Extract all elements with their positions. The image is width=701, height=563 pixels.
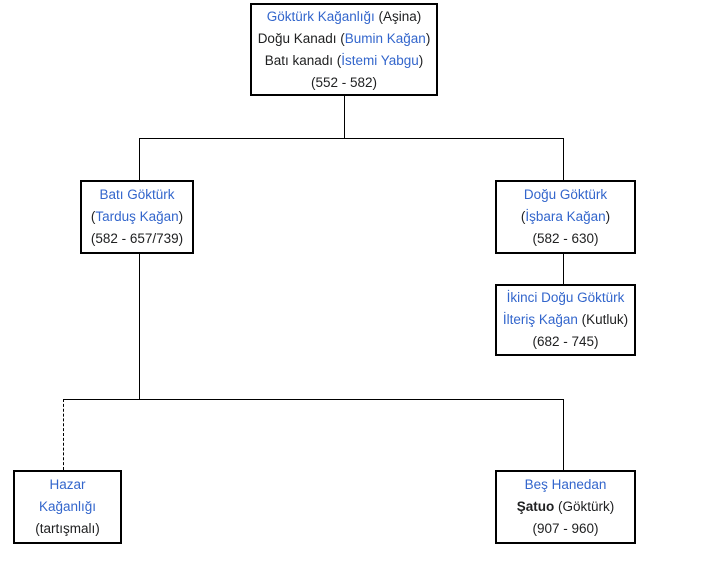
second-east-kutluk: (Kutluk) (577, 312, 629, 327)
node-eastern-gokturk: Doğu Göktürk (İşbara Kağan) (582 - 630) (495, 180, 636, 254)
connector-level1-horizontal (139, 138, 564, 139)
connector-west-down (139, 254, 140, 399)
second-east-years: (682 - 745) (532, 334, 599, 349)
connector-to-khazar-dashed (63, 399, 64, 470)
node-khazar-khaganate: Hazar Kağanlığı (tartışmalı) (13, 470, 122, 544)
node-second-eastern-gokturk: İkinci Doğu Göktürk İlteriş Kağan (Kutlu… (495, 284, 636, 356)
east-paren-open: ( (520, 209, 526, 224)
connector-east-to-second (563, 254, 564, 284)
root-years: (552 - 582) (310, 74, 378, 90)
link-ilteris-kagan[interactable]: İlteriş Kağan (502, 312, 578, 327)
link-istemi-yabgu[interactable]: İstemi Yabgu (341, 52, 419, 68)
link-ikinci-dogu-gokturk[interactable]: İkinci Doğu Göktürk (506, 290, 625, 305)
root-west-wing-label: Batı kanadı ( (264, 52, 342, 68)
root-paren-close-1: ) (425, 30, 431, 46)
root-east-wing-label: Doğu Kanadı ( (257, 30, 345, 46)
link-bumin-kagan[interactable]: Bumin Kağan (344, 30, 426, 46)
root-dynasty-text: (Aşina) (374, 8, 422, 24)
east-paren-close: ) (605, 209, 611, 224)
west-paren-open: ( (90, 209, 96, 224)
connector-to-east (563, 138, 564, 180)
east-years: (582 - 630) (532, 231, 599, 246)
khazar-disputed: (tartışmalı) (35, 521, 100, 536)
link-dogu-gokturk[interactable]: Doğu Göktürk (523, 187, 608, 202)
connector-to-west (139, 138, 140, 180)
connector-level2-horizontal (63, 399, 564, 400)
link-kaganligi[interactable]: Kağanlığı (38, 499, 97, 514)
west-paren-close: ) (178, 209, 184, 224)
shatuo-label: Şatuo (516, 499, 555, 514)
root-paren-close-2: ) (418, 52, 424, 68)
connector-root-down (344, 96, 345, 138)
link-tardus-kagan[interactable]: Tarduş Kağan (95, 209, 179, 224)
node-five-dynasties: Beş Hanedan Şatuo (Göktürk) (907 - 960) (495, 470, 636, 544)
west-years: (582 - 657/739) (90, 231, 184, 246)
shatuo-gokturk-text: (Göktürk) (554, 499, 615, 514)
node-western-gokturk: Batı Göktürk (Tarduş Kağan) (582 - 657/7… (80, 180, 194, 254)
link-hazar[interactable]: Hazar (49, 477, 86, 492)
link-bes-hanedan[interactable]: Beş Hanedan (524, 477, 607, 492)
node-gokturk-khaganate: Göktürk Kağanlığı (Aşina) Doğu Kanadı (B… (250, 3, 438, 96)
link-bati-gokturk[interactable]: Batı Göktürk (99, 187, 175, 202)
link-isbara-kagan[interactable]: İşbara Kağan (525, 209, 606, 224)
connector-to-five-dynasties (563, 399, 564, 470)
five-dynasties-years: (907 - 960) (532, 521, 599, 536)
link-gokturk-khaganate[interactable]: Göktürk Kağanlığı (266, 8, 375, 24)
